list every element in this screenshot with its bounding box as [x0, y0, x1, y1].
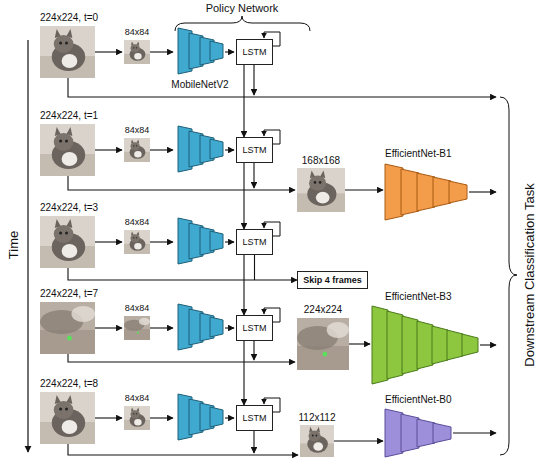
size-caption: 112x112 — [299, 412, 336, 424]
section-title: Policy Network — [206, 2, 279, 15]
connector-arrow — [255, 255, 298, 280]
video-frames — [40, 26, 349, 457]
network-name: EfficientNet-B0 — [385, 394, 452, 406]
size-caption: 84x84 — [125, 217, 150, 227]
node-text: Skip 4 frames — [303, 275, 362, 285]
network-name: EfficientNet-B3 — [385, 291, 452, 303]
efficientnet-b0 — [385, 409, 451, 457]
axis-label: Time — [7, 231, 22, 259]
size-caption: 224x224 — [304, 304, 342, 316]
frame-caption: 224x224, t=3 — [40, 202, 98, 214]
connector-arrow — [243, 163, 244, 229]
connector-arrow — [243, 65, 244, 137]
lstm-box: LSTM — [236, 405, 273, 431]
size-caption: 84x84 — [125, 27, 150, 37]
node-text: LSTM — [242, 47, 266, 57]
frame-caption: 224x224, t=1 — [40, 110, 98, 122]
frame-caption: 224x224, t=7 — [40, 288, 98, 300]
lstm-box: LSTM — [236, 229, 273, 255]
network-name: EfficientNet-B1 — [385, 148, 452, 160]
recurrent-loops — [264, 32, 280, 412]
frame-caption: 224x224, t=0 — [40, 12, 98, 24]
node-text: LSTM — [242, 323, 266, 333]
node-text: LSTM — [242, 237, 266, 247]
node-text: LSTM — [242, 145, 266, 155]
efficientnet-b3 — [372, 306, 478, 384]
size-caption: 84x84 — [125, 303, 150, 313]
time-arrow — [27, 40, 28, 452]
size-caption: 168x168 — [302, 155, 340, 167]
task-label: Downstream Classification Task — [523, 183, 538, 366]
efficientnet-b1 — [385, 164, 467, 220]
size-caption: 84x84 — [125, 125, 150, 135]
lstm-box: LSTM — [236, 137, 273, 163]
frame-caption: 224x224, t=8 — [40, 378, 98, 390]
lstm-box: LSTM — [236, 315, 273, 341]
task-brace — [500, 97, 517, 455]
policy-brace — [175, 16, 310, 31]
lstm-box: LSTM — [236, 39, 273, 65]
connector-arrow — [243, 341, 244, 405]
connector-arrow — [243, 255, 244, 315]
node-text: LSTM — [242, 413, 266, 423]
data-flow-lines — [68, 52, 496, 455]
network-name: MobileNetV2 — [171, 79, 228, 91]
skip-box: Skip 4 frames — [297, 271, 368, 289]
size-caption: 84x84 — [125, 393, 150, 403]
